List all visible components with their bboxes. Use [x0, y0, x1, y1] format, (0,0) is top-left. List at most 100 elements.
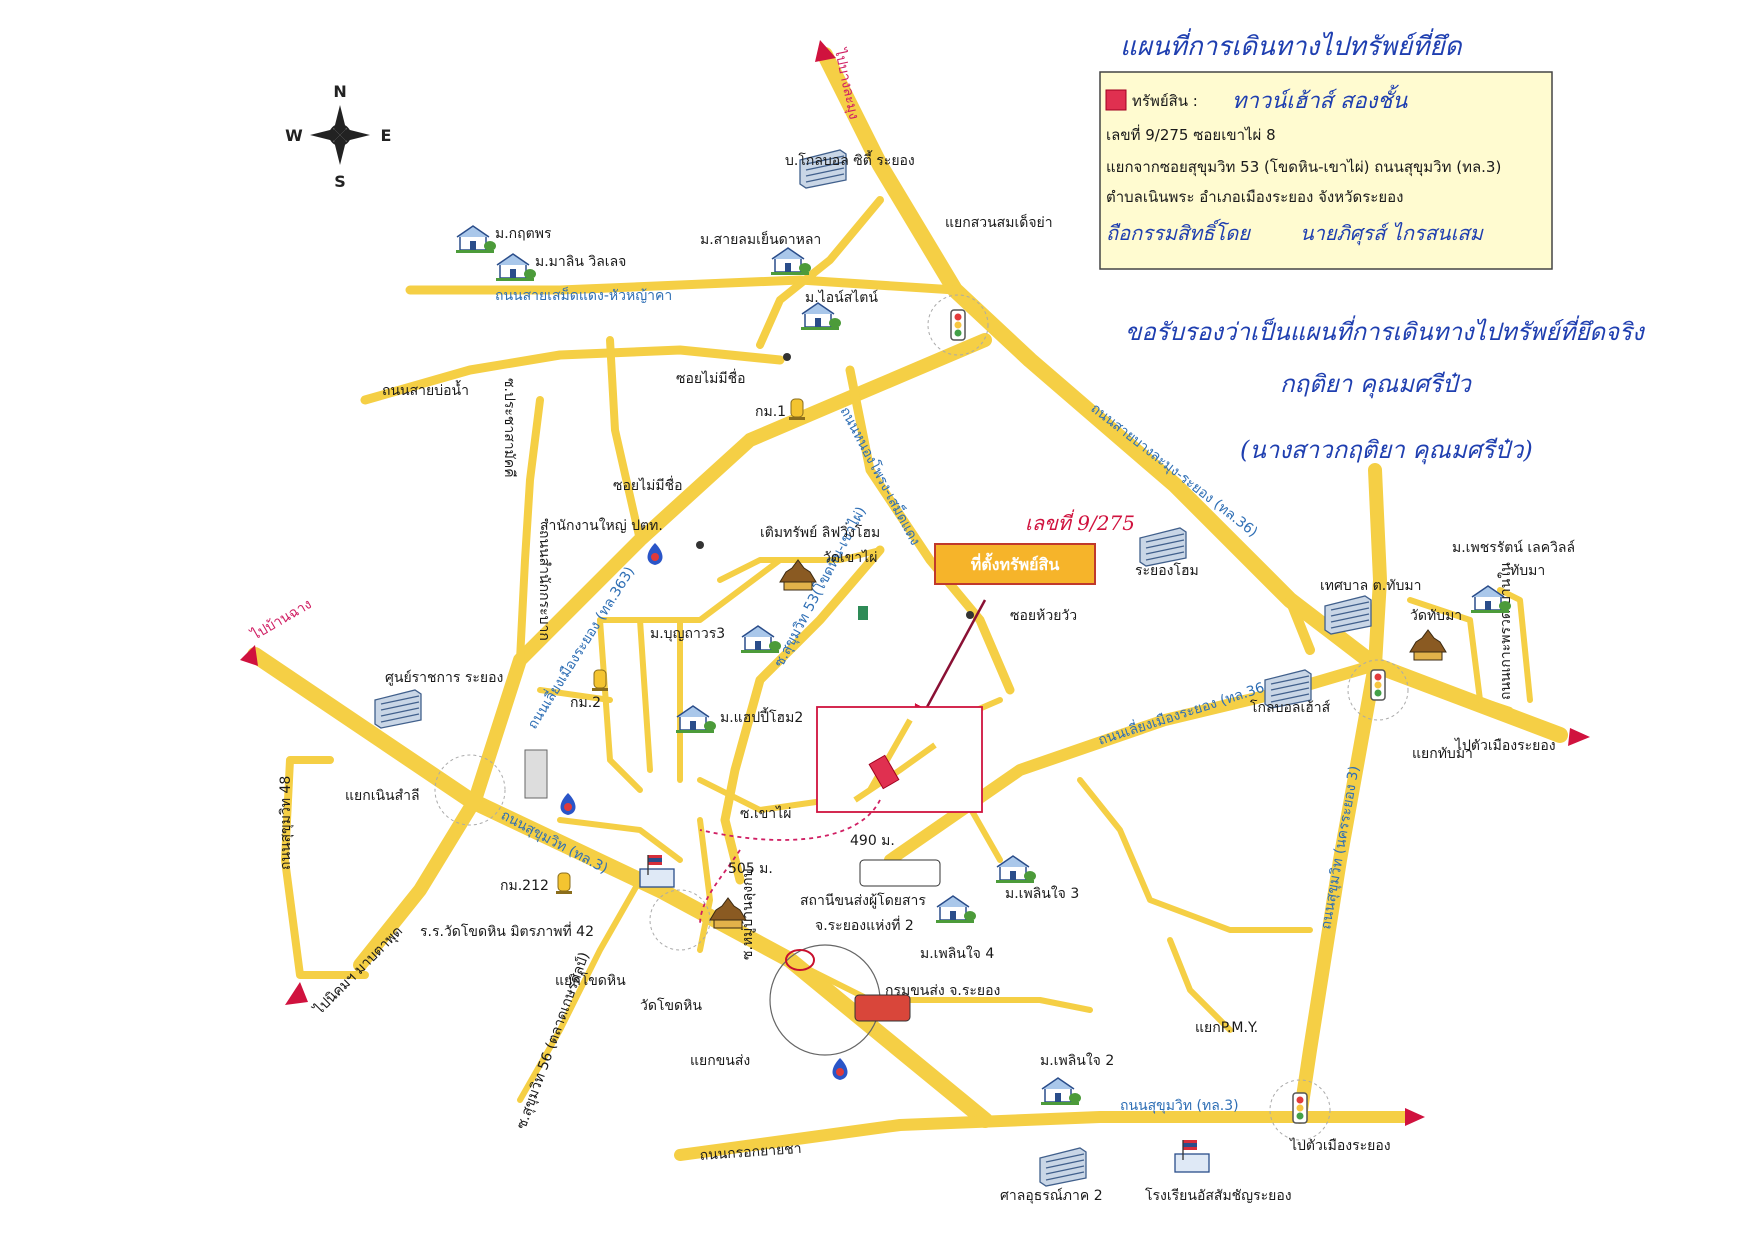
- soi-node-2: [696, 541, 704, 549]
- kritsaphon-icon: [455, 225, 497, 254]
- place-pmy-junction: แยกP.M.Y.: [1195, 1020, 1258, 1036]
- legend-line3: ตำบลเนินพระ อำเภอเมืองระยอง จังหวัดระยอง: [1106, 188, 1404, 206]
- rayong-home-icon: [1139, 527, 1187, 567]
- bus-icon: [859, 859, 941, 887]
- govt-center-icon: [374, 689, 422, 729]
- traffic-light-icon-1: [950, 309, 966, 341]
- pmy-circle: [1269, 1079, 1331, 1141]
- place-soi-no-name-1: ซอยไม่มีชื่อ: [676, 369, 746, 387]
- place-wat-khot-hin: วัดโขดหิน: [640, 997, 702, 1014]
- asset-swatch-icon: [1105, 89, 1127, 111]
- ptt-pin-icon-3: [832, 1058, 848, 1080]
- note-line-1: ขอรับรองว่าเป็นแผนที่การเดินทางไปทรัพย์ท…: [1125, 315, 1646, 346]
- handwritten-certification: ขอรับรองว่าเป็นแผนที่การเดินทางไปทรัพย์ท…: [1125, 315, 1646, 465]
- place-wat-tap-ma: วัดทับมา: [1410, 608, 1462, 624]
- target-inset: [816, 706, 983, 813]
- toyota-icon: [785, 949, 815, 971]
- place-bus-station-2: จ.ระยองแห่งที่ 2: [815, 916, 914, 934]
- ptt-pin-icon: [647, 543, 663, 565]
- place-sai-lom: ม.สายลมเย็นดาหลา: [700, 230, 821, 248]
- place-assumption: โรงเรียนอัสสัมชัญระยอง: [1145, 1187, 1292, 1204]
- phloen-chai-2-icon: [1040, 1077, 1082, 1106]
- distance-505: 505 ม.: [728, 861, 773, 877]
- target-number-handwritten: เลขที่ 9/275: [1025, 509, 1135, 535]
- place-kritsaphon: ม.กฤตพร: [495, 226, 552, 242]
- place-noen-samli: แยกเนินสำลี: [345, 788, 420, 804]
- place-km1: กม.1: [755, 404, 786, 420]
- place-phloen-chai-2: ม.เพลินใจ 2: [1040, 1052, 1114, 1069]
- road-sukhumvit-city: ถนนสุขุมวิท (นครระยอง 3): [1318, 765, 1363, 931]
- road-sai-samet: ถนนสายเสม็ดแดง-หัวหญ้าคา: [495, 286, 672, 304]
- to-rayong-city-south: ไปตัวเมืองระยอง: [1289, 1137, 1391, 1154]
- road-pracha-samakkhi: ซ.ประชาสามัคคี: [501, 378, 517, 478]
- marin-village-icon: [495, 253, 537, 282]
- traffic-light-icon-3: [1292, 1092, 1308, 1124]
- legend-owner-label: ถือกรรมสิทธิ์โดย: [1106, 218, 1251, 245]
- i-style-icon: [800, 302, 842, 331]
- place-khot-hin-junction: แยกโขดหิน: [555, 972, 626, 989]
- note-line-2: กฤติยา คุณมศรีป๋ว: [1280, 370, 1472, 399]
- road-krok-yai-cha: ถนนกรอกยายชา: [699, 1141, 802, 1164]
- road-samnak-kathon: ถนนสำนักกระบาก: [536, 530, 552, 641]
- place-rayong-home: ระยองโฮม: [1135, 562, 1199, 579]
- place-petcharat-2: ทับมา: [1510, 563, 1545, 579]
- place-govt-center: ศูนย์ราชการ ระยอง: [385, 669, 503, 686]
- place-tap-ma-junction: แยกทับมา: [1412, 746, 1473, 762]
- place-km212: กม.212: [500, 878, 549, 894]
- place-i-style: ม.ไอน์สไตน์: [805, 289, 878, 306]
- place-court: ศาลอุธรณ์ภาค 2: [1000, 1187, 1103, 1204]
- place-wat-khao-phai: วัดเขาไผ่: [823, 549, 877, 566]
- seven-eleven-icon: [858, 606, 868, 620]
- place-suan-som: แยกสวนสมเด็จย่า: [945, 213, 1053, 231]
- noen-samli-circle: [434, 754, 506, 826]
- place-ptt-office: สำนักงานใหญ่ ปตท.: [540, 517, 663, 534]
- soi-node-3: [966, 611, 974, 619]
- place-phloen-chai-3: ม.เพลินใจ 3: [1005, 885, 1079, 902]
- wat-khao-phai-icon: [779, 559, 817, 591]
- legend-line1: เลขที่ 9/275 ซอยเขาไผ่ 8: [1106, 124, 1276, 144]
- soi-node-1: [783, 353, 791, 361]
- legend-asset-handwritten: ทาวน์เฮ้าส์ สองชั้น: [1232, 84, 1408, 114]
- place-tap-ma-muni: เทศบาล ต.ทับมา: [1320, 578, 1421, 594]
- direction-arrows: [240, 40, 1590, 1126]
- road-soi-khao-phai: ซ.เขาไผ่: [740, 805, 791, 822]
- place-marin-village: ม.มาลิน วิลเลจ: [535, 254, 626, 270]
- to-nikhom-label: ไปนิคมฯ มาบตาพุด: [310, 923, 406, 1019]
- place-boonthavorn: ม.บุญถาวร3: [650, 626, 725, 642]
- road-sai-bo-nam: ถนนสายบ่อน้ำ: [382, 380, 469, 399]
- target-label: ที่ตั้งทรัพย์สิน: [971, 552, 1060, 574]
- legend-line2: แยกจากซอยสุขุมวิท 53 (โขดหิน-เขาไผ่) ถนน…: [1106, 158, 1501, 177]
- compass-icon: N S E W: [285, 82, 391, 191]
- wat-tap-ma-icon: [1409, 629, 1447, 661]
- legend-box: ทรัพย์สิน : ทาวน์เฮ้าส์ สองชั้น เลขที่ 9…: [1099, 71, 1553, 270]
- road-soi-luang: ซ.หมู่บ้านลุงกบ: [740, 868, 756, 960]
- compass-e: E: [381, 126, 392, 145]
- transport-bus-icon: [854, 994, 911, 1022]
- to-rayong-city-east: ไปตัวเมืองระยอง: [1454, 737, 1556, 754]
- tap-ma-muni-icon: [1324, 595, 1372, 635]
- road-sukhumvit-tl3-south: ถนนสุขุมวิท (ทล.3): [1120, 1098, 1239, 1114]
- tower-icon: [524, 749, 548, 799]
- place-soi-no-name-2: ซอยไม่มีชื่อ: [613, 476, 683, 494]
- traffic-light-icon-2: [1370, 669, 1386, 701]
- sai-lom-icon: [770, 247, 812, 276]
- target-marker: เลขที่ 9/275 ที่ตั้งทรัพย์สิน 490 ม. 505…: [699, 509, 1135, 926]
- place-school-khot-hin: ร.ร.วัดโขดหิน มิตรภาพที่ 42: [420, 922, 594, 940]
- suan-som-circle: [927, 294, 989, 356]
- phloen-chai-4-icon: [935, 895, 977, 924]
- place-global-city: บ.โกลบอล ซิตี้ ระยอง: [785, 150, 915, 169]
- place-phloen-chai-4: ม.เพลินใจ 4: [920, 945, 994, 962]
- road-sukhumvit-48: ถนนสุขุมวิท 48: [278, 776, 294, 870]
- place-happy-home: ม.แฮปปี้โฮม2: [720, 707, 803, 726]
- note-line-3: (นางสาวกฤติยา คุณมศรีป๋ว): [1240, 436, 1533, 465]
- handwritten-title: แผนที่การเดินทางไปทรัพย์ที่ยึด: [1120, 28, 1463, 62]
- assumption-icon: [1174, 1139, 1210, 1173]
- to-ban-chang-label: ไปบ้านฉาง: [248, 595, 315, 643]
- distance-490: 490 ม.: [850, 833, 895, 849]
- tap-ma-circle: [1347, 659, 1409, 721]
- legend-owner-name: นายภิศุรส์ ไกรสนเสม: [1300, 221, 1485, 246]
- place-global-house: โกลบอลเฮ้าส์: [1250, 699, 1331, 716]
- compass-n: N: [333, 82, 346, 101]
- road-sukhumvit-tl3: ถนนสุขุมวิท (ทล.3): [498, 807, 610, 877]
- boonthavorn-icon: [740, 625, 782, 654]
